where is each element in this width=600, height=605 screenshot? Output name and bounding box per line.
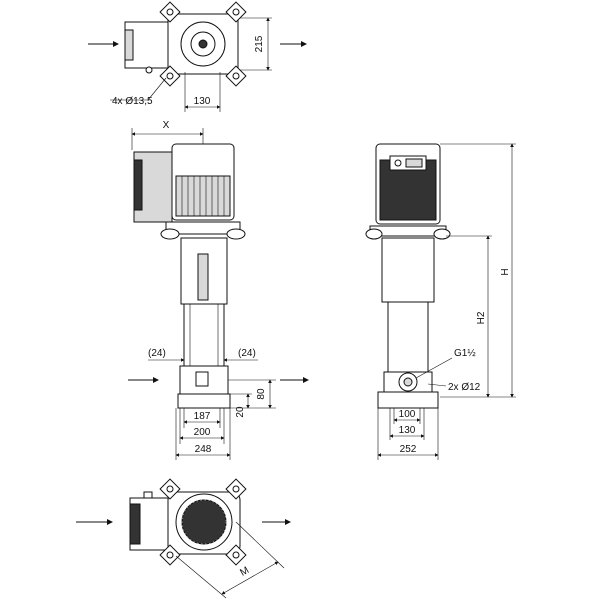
bottom-terminal-strip <box>129 503 141 545</box>
side-base-plate <box>377 391 439 409</box>
top-bolt-lugs <box>159 1 247 87</box>
front-motor-flange <box>165 221 241 235</box>
front-pump-stack <box>183 303 225 367</box>
front-lug-right <box>226 228 246 240</box>
top-view: 215 130 4x Ø13,5 <box>88 1 307 112</box>
top-width-label: 130 <box>194 96 211 107</box>
base-height-label: 20 <box>235 406 246 418</box>
side-pump-stack <box>387 301 429 373</box>
bottom-cable-gland-icon <box>143 491 153 499</box>
front-coupling <box>197 253 209 301</box>
port-height-label: 80 <box>256 388 267 400</box>
front-motor-fins <box>175 175 231 217</box>
base-holes-label: 2x Ø12 <box>448 382 481 393</box>
right-offset-label: (24) <box>238 348 256 359</box>
side-252-label: 252 <box>400 444 417 455</box>
side-view: H H2 G1½ 2x Ø12 100 130 252 <box>365 143 516 460</box>
cable-gland-icon <box>145 66 153 74</box>
top-height-label: 215 <box>254 35 265 52</box>
left-offset-label: (24) <box>148 348 166 359</box>
base-200-label: 200 <box>194 427 211 438</box>
motor-offset-label: X <box>163 120 170 131</box>
front-terminal-strip <box>133 159 143 211</box>
base-248-label: 248 <box>195 444 212 455</box>
bottom-bolt-lugs <box>159 478 247 566</box>
front-view: X (24) (24) <box>128 120 309 460</box>
side-130-label: 130 <box>399 425 416 436</box>
front-base-plate <box>177 393 231 409</box>
top-shaft <box>198 39 208 49</box>
front-drain-plug <box>195 371 209 387</box>
side-100-label: 100 <box>399 409 416 420</box>
port-center-height-label: H2 <box>476 311 487 324</box>
motor-diagonal-label: M <box>238 565 251 579</box>
overall-height-label: H <box>500 268 511 275</box>
front-lug-left <box>160 228 180 240</box>
side-lantern <box>381 237 435 303</box>
drain-thread-label: G1½ <box>454 348 476 359</box>
side-lug-right <box>433 228 451 240</box>
side-outlet-core <box>403 377 413 387</box>
bottom-view: M <box>76 478 291 599</box>
bolt-holes-label: 4x Ø13,5 <box>112 96 153 107</box>
side-button-icon <box>394 159 402 167</box>
motor-fin-lines <box>181 176 225 216</box>
base-187-label: 187 <box>194 411 211 422</box>
side-display-icon <box>405 158 423 168</box>
top-terminal-strip <box>124 29 134 61</box>
side-lug-left <box>365 228 383 240</box>
